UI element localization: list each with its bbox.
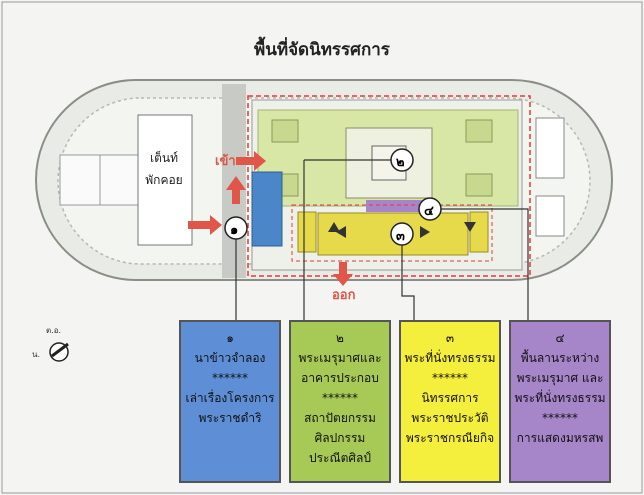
- left-entry-arrow: [188, 215, 222, 235]
- entry-arrow: [236, 151, 266, 171]
- marker-label-1: ๑: [230, 223, 239, 238]
- zone-card-1: ๑ นาข้าวจำลอง ****** เล่าเรื่องโครงการ พ…: [179, 320, 281, 483]
- entry-label: เข้า: [215, 154, 236, 169]
- marker-label-3: ๓: [396, 229, 405, 244]
- compass-north-label: น.: [32, 350, 41, 359]
- plaza-zone-4: [366, 200, 424, 212]
- compass-other-label: ต.อ.: [46, 326, 62, 335]
- exit-label: ออก: [332, 288, 356, 303]
- exhibition-boundary: [247, 95, 531, 277]
- pool-zone-1: [251, 171, 283, 247]
- compass-icon: [49, 342, 69, 362]
- tent-area: [137, 114, 193, 246]
- marker-4: [418, 197, 442, 221]
- marker-3: [390, 222, 414, 246]
- zone-card-3: ๓ พระที่นั่งทรงธรรม ****** นิทรรศการ พระ…: [399, 320, 501, 483]
- exit-arrow: [333, 262, 353, 286]
- up-arrow: [226, 176, 246, 204]
- zone-card-2: ๒ พระเมรุมาศและ อาคารประกอบ ****** สถาปั…: [289, 320, 391, 483]
- page-title: พื้นที่จัดนิทรรศการ: [254, 40, 390, 60]
- marker-label-2: ๒: [396, 155, 405, 170]
- marker-1: [224, 216, 248, 240]
- marker-2: [390, 148, 414, 172]
- marker-label-4: ๔: [424, 204, 434, 219]
- tent-label: เต็นท์ พักคอย: [145, 151, 183, 187]
- zone-card-4: ๔ พื้นลานระหว่าง พระเมรุมาศ และ พระที่นั…: [509, 320, 611, 483]
